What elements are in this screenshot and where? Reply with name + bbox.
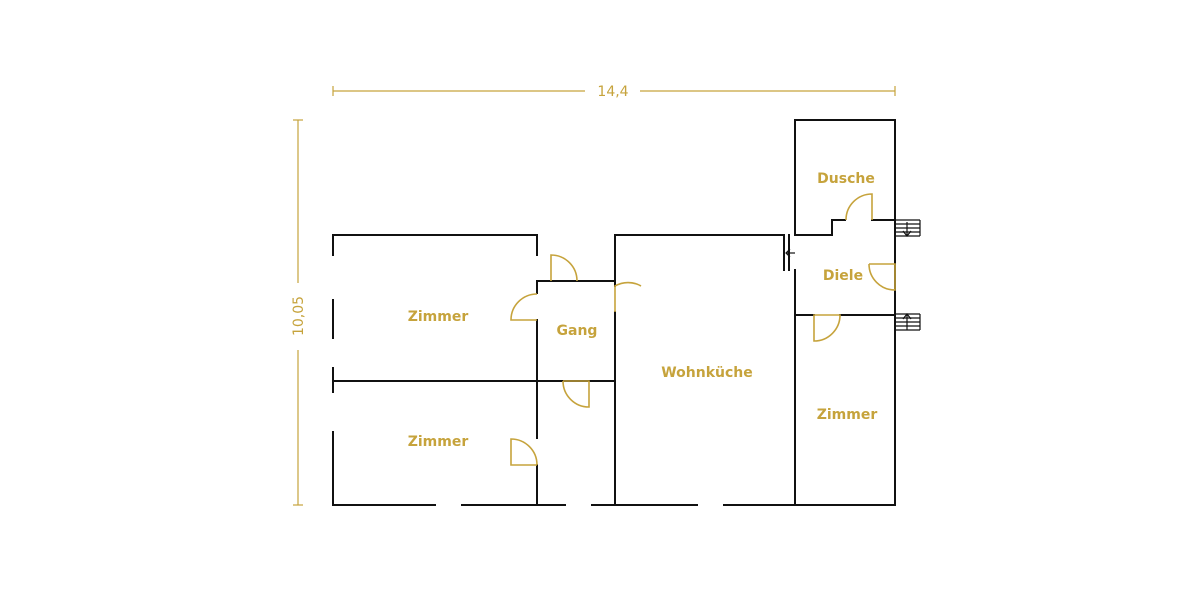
- room-label-zimmer-bottom-left: Zimmer: [408, 434, 469, 450]
- width-dimension: 14,4: [332, 84, 896, 100]
- room-label-dusche: Dusche: [817, 171, 875, 187]
- walls: [332, 119, 896, 506]
- room-label-wohnkueche: Wohnküche: [661, 365, 753, 381]
- door-swing-icon: [510, 438, 538, 466]
- height-label: 10,05: [291, 296, 307, 336]
- door-swing-icon: [813, 314, 841, 342]
- door-swing-icon: [550, 254, 578, 282]
- door-swings: [510, 193, 896, 466]
- height-dimension: 10,05: [291, 119, 307, 506]
- door-swing-icon: [845, 193, 873, 221]
- door-swing-icon: [614, 281, 642, 312]
- room-label-gang: Gang: [557, 323, 598, 339]
- width-label: 14,4: [597, 84, 628, 100]
- entry-arrow-icon: [785, 248, 795, 258]
- room-label-zimmer-top-left: Zimmer: [408, 309, 469, 325]
- entrance-steps-icon: [895, 219, 921, 331]
- door-swing-icon: [510, 293, 538, 321]
- door-swing-icon: [562, 380, 590, 408]
- room-label-zimmer-right: Zimmer: [817, 407, 878, 423]
- door-swing-icon: [868, 263, 896, 291]
- room-label-diele: Diele: [823, 268, 863, 284]
